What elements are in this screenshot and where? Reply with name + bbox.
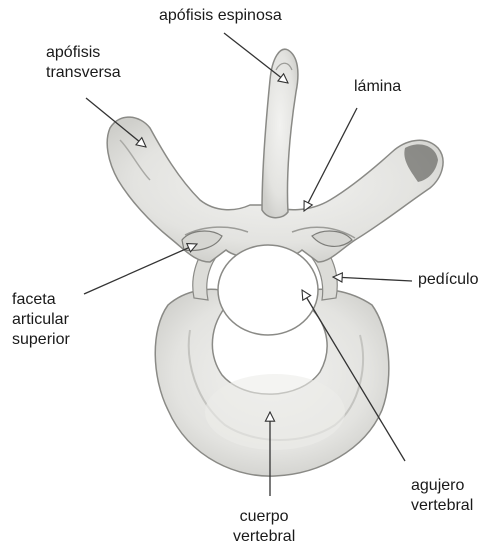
label-superior-articular-facet: faceta articular superior (12, 290, 70, 350)
label-vertebral-body: cuerpo vertebral (233, 507, 295, 547)
label-pedicle: pedículo (418, 270, 479, 290)
label-vertebral-foramen: agujero vertebral (411, 476, 473, 516)
vertebral-foramen-shape (218, 245, 318, 335)
spinous-process-shape (262, 49, 298, 218)
label-transverse-process: apófisis transversa (46, 43, 121, 83)
leader-pedicle (333, 277, 412, 281)
label-lamina: lámina (354, 77, 401, 97)
label-spinous-process: apófisis espinosa (159, 6, 282, 26)
leader-facet (84, 244, 197, 294)
